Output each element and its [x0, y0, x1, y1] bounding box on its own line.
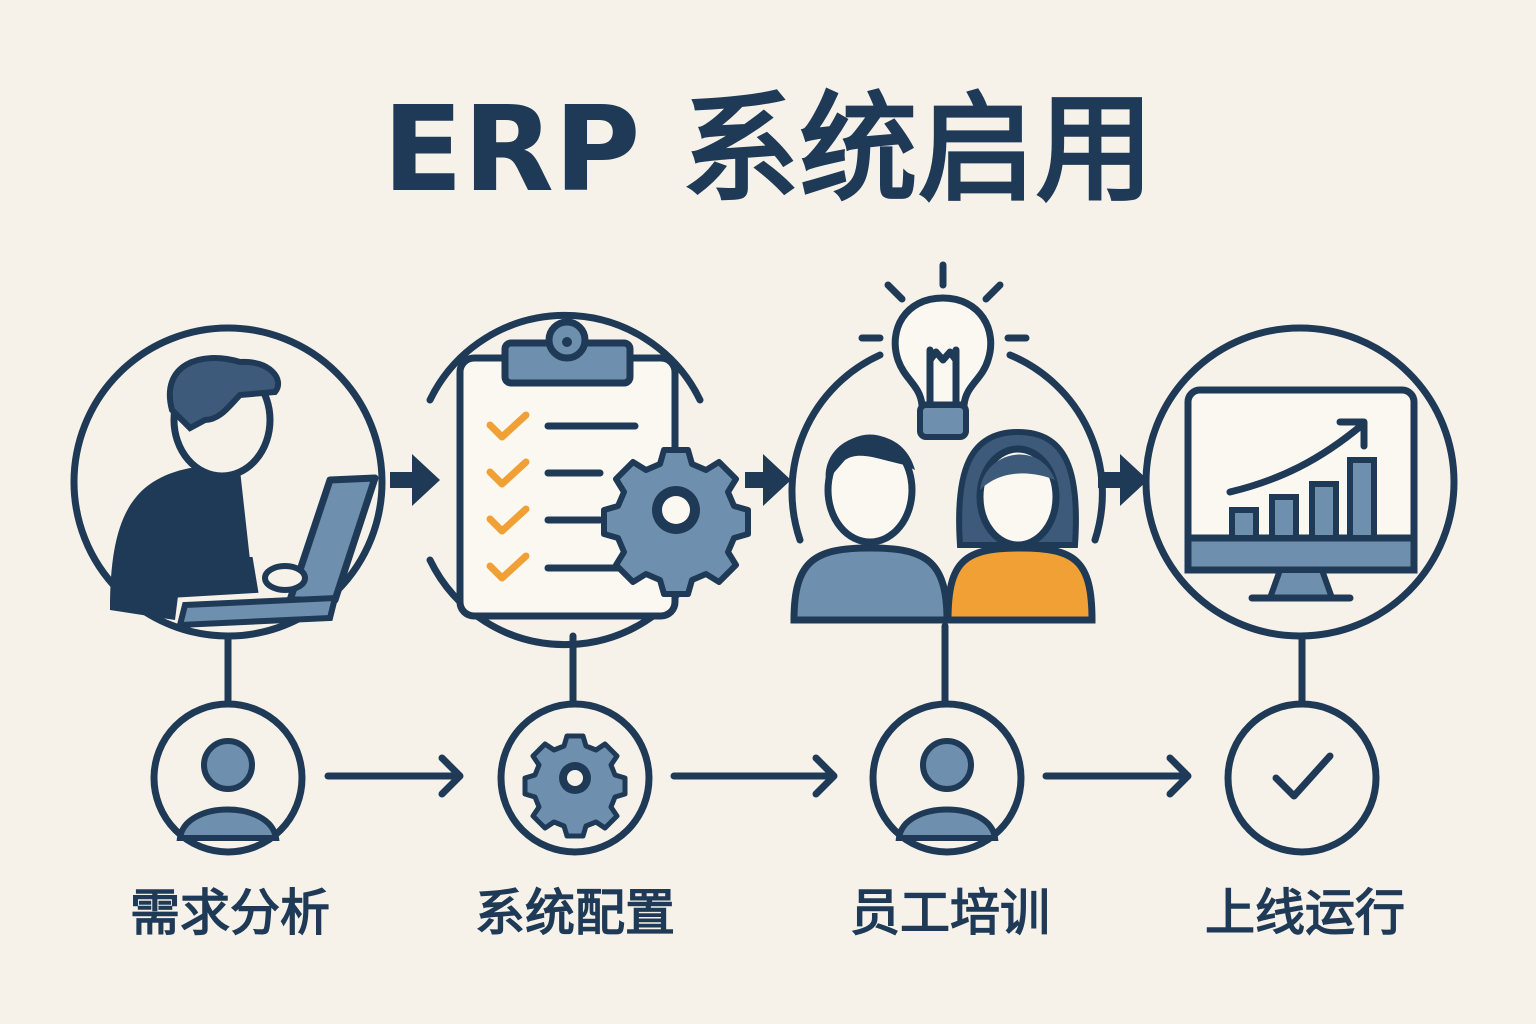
person-at-laptop-icon — [70, 324, 386, 640]
arrow-icon — [1042, 754, 1192, 798]
step-staff-training: 员工培训 — [788, 261, 1106, 942]
user-icon — [150, 700, 306, 856]
flow-arrows-bottom — [324, 754, 1192, 798]
arrow-icon — [324, 754, 464, 798]
arrow-icon — [670, 754, 838, 798]
gear-icon — [601, 447, 751, 597]
step-label: 需求分析 — [130, 884, 330, 942]
page-title: ERP 系统启用 — [382, 80, 1153, 218]
flow-arrows-top — [390, 454, 1148, 506]
team-lightbulb-icon — [788, 261, 1106, 624]
step-label: 系统配置 — [475, 884, 675, 942]
step-label: 上线运行 — [1205, 884, 1405, 942]
step-system-configuration: 系统配置 — [426, 311, 751, 942]
monitor-growth-chart-icon — [1142, 324, 1458, 640]
clipboard-checklist-gear-icon — [426, 311, 751, 649]
gear-icon — [497, 700, 653, 856]
arrow-icon — [745, 454, 791, 506]
user-icon — [869, 700, 1025, 856]
arrow-icon — [1098, 454, 1148, 506]
arrow-icon — [390, 454, 440, 506]
step-label: 员工培训 — [850, 884, 1050, 942]
step-requirements-analysis: 需求分析 — [70, 324, 386, 942]
connector-lines — [224, 622, 1306, 707]
lightbulb-icon — [858, 261, 1030, 440]
step-go-live: 上线运行 — [1142, 324, 1458, 942]
check-icon — [1224, 700, 1380, 856]
